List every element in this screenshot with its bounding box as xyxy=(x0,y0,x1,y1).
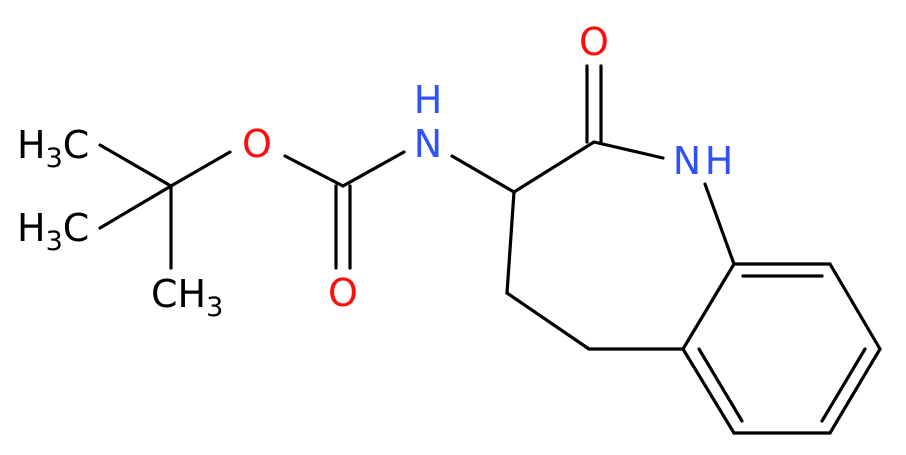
carbamate-n-label: N xyxy=(414,122,442,166)
bond-ccarb-nh xyxy=(341,150,406,188)
methyl-label-2: H3C xyxy=(17,206,89,257)
methyl-label-1: H3C xyxy=(17,123,89,174)
bond-methyl1-cq xyxy=(98,143,173,188)
bond-nh-c3 xyxy=(450,154,516,194)
carbamate-oxygen-label: O xyxy=(328,271,358,315)
bonds xyxy=(98,64,882,435)
bond-c3-c4 xyxy=(505,190,516,295)
bond-c8-c7 xyxy=(828,347,882,435)
carbamate-h-label: H xyxy=(414,78,443,122)
ring-n-label: N xyxy=(673,139,701,183)
bond-c4-c5 xyxy=(505,291,591,351)
bond-c6-c5a xyxy=(681,347,736,435)
bond-oester-ccarb xyxy=(283,154,345,188)
bond-c3-c2 xyxy=(512,140,596,194)
bond-c9-c8 xyxy=(828,262,882,351)
bond-cq-oester xyxy=(169,150,232,188)
ester-oxygen-label: O xyxy=(242,122,272,166)
ring-h-label: H xyxy=(705,139,734,183)
bond-c8-c7-inner xyxy=(820,347,867,423)
bond-c6-c5a-inner xyxy=(697,347,744,423)
bond-c2-n1 xyxy=(592,140,665,160)
ketone-oxygen-label: O xyxy=(579,20,609,64)
bond-c5a-c9a xyxy=(681,262,736,351)
bond-methyl2-cq xyxy=(98,184,173,230)
methyl-label-3: CH3 xyxy=(151,272,223,323)
atom-labels: H3C H3C CH3 O O H N O N H xyxy=(17,20,733,323)
bond-n1-c9a xyxy=(703,182,736,266)
